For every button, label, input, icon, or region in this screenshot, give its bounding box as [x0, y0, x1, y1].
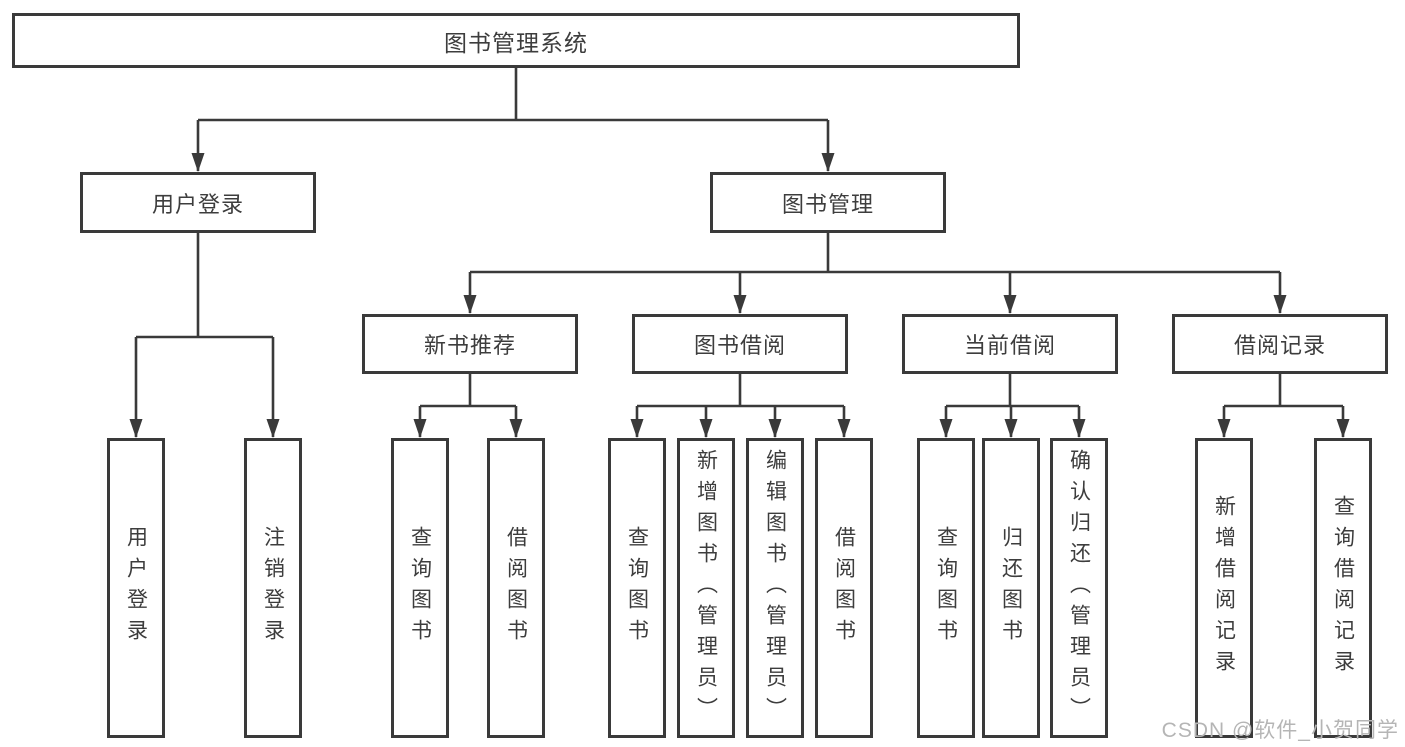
node-label: 图书管理系统 [444, 29, 588, 56]
node-user-login: 用户登录 [80, 172, 316, 233]
arrowhead-nbr-borrow [509, 419, 523, 438]
node-label: 新书推荐 [423, 333, 516, 358]
arrowhead-borrow-records [1273, 295, 1287, 314]
arrowhead-current-borrow [1003, 295, 1017, 314]
arrowhead-nbr-query [413, 419, 427, 438]
leaf-bb-add-books-admin: 新增图书（管理员） [677, 438, 735, 738]
leaf-cb-confirm-return-admin: 确认归还（管理员） [1050, 438, 1108, 738]
leaf-cb-return-books: 归还图书 [982, 438, 1040, 738]
node-label: 图书借阅 [693, 333, 786, 358]
leaf-cb-query-books: 查询图书 [917, 438, 975, 738]
arrowhead-cb-return [1004, 419, 1018, 438]
node-label: 新增图书（管理员） [694, 448, 718, 728]
node-label: 查询图书 [625, 526, 649, 650]
arrowhead-leaf-logout [266, 419, 280, 438]
leaf-br-add-record: 新增借阅记录 [1195, 438, 1253, 738]
node-label: 查询借阅记录 [1331, 495, 1355, 681]
leaf-nbr-query-books: 查询图书 [391, 438, 449, 738]
arrowhead-leaf-user-login [129, 419, 143, 438]
node-label: 新增借阅记录 [1212, 495, 1236, 681]
node-label: 注销登录 [261, 526, 285, 650]
leaf-logout: 注销登录 [244, 438, 302, 738]
node-borrow-records: 借阅记录 [1172, 314, 1388, 374]
node-label: 借阅图书 [832, 526, 856, 650]
arrowhead-bb-add [699, 419, 713, 438]
node-label: 归还图书 [999, 526, 1023, 650]
node-new-book-recommend: 新书推荐 [362, 314, 578, 374]
node-label: 用户登录 [124, 526, 148, 650]
node-label: 编辑图书（管理员） [763, 448, 787, 728]
node-label: 查询图书 [934, 526, 958, 650]
leaf-bb-edit-books-admin: 编辑图书（管理员） [746, 438, 804, 738]
node-label: 当前借阅 [963, 333, 1056, 358]
arrowhead-bb-borrow [837, 419, 851, 438]
node-label: 借阅图书 [504, 526, 528, 650]
node-label: 确认归还（管理员） [1067, 448, 1091, 728]
arrowhead-cb-query [939, 419, 953, 438]
node-current-borrow: 当前借阅 [902, 314, 1118, 374]
leaf-nbr-borrow-books: 借阅图书 [487, 438, 545, 738]
node-root: 图书管理系统 [12, 13, 1020, 68]
node-label: 用户登录 [151, 191, 244, 217]
arrowhead-cb-confirm [1072, 419, 1086, 438]
arrowhead-bb-edit [768, 419, 782, 438]
arrowhead-br-add [1217, 419, 1231, 438]
node-label: 查询图书 [408, 526, 432, 650]
arrowhead-book-borrow [733, 295, 747, 314]
node-label: 借阅记录 [1233, 333, 1326, 358]
node-book-management: 图书管理 [710, 172, 946, 233]
arrowhead-user-login [191, 153, 205, 172]
arrowhead-new-book-recommend [463, 295, 477, 314]
arrowhead-bb-query [630, 419, 644, 438]
watermark: CSDN @软件_小贺同学 [1161, 719, 1399, 742]
node-label: 图书管理 [781, 191, 874, 217]
arrowhead-br-query [1336, 419, 1350, 438]
arrowhead-book-management [821, 153, 835, 172]
node-book-borrow: 图书借阅 [632, 314, 848, 374]
leaf-bb-borrow-books: 借阅图书 [815, 438, 873, 738]
leaf-user-login: 用户登录 [107, 438, 165, 738]
leaf-bb-query-books: 查询图书 [608, 438, 666, 738]
leaf-br-query-record: 查询借阅记录 [1314, 438, 1372, 738]
